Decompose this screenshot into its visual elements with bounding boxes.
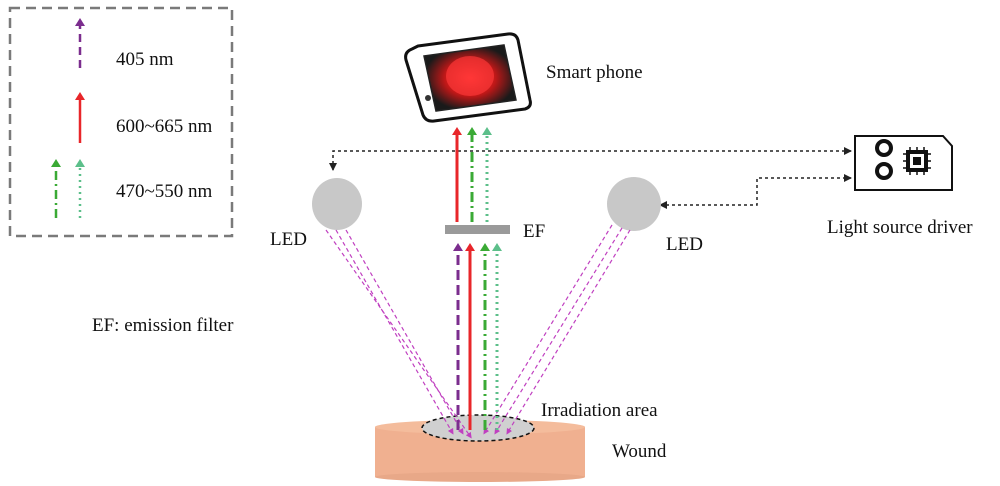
light-source-driver-label: Light source driver: [827, 217, 973, 238]
smartphone-label: Smart phone: [546, 62, 643, 83]
irradiation-area: [421, 414, 535, 442]
left-led: [312, 178, 362, 230]
emission-arrows-upper: [452, 127, 492, 222]
right-led-label: LED: [666, 234, 703, 255]
control-line-left-led: [329, 147, 852, 171]
control-lines: [329, 147, 852, 209]
excitation-beams: [325, 224, 631, 439]
right-led: [607, 177, 661, 231]
legend-label-470: 470~550 nm: [116, 181, 213, 202]
control-line-right-led: [659, 174, 852, 209]
legend-label-600: 600~665 nm: [116, 116, 213, 137]
wound-label: Wound: [612, 441, 667, 462]
irradiation-area-label: Irradiation area: [541, 400, 658, 421]
emission-arrows-lower: [453, 243, 502, 430]
emission-filter: [445, 225, 510, 234]
smartphone-icon: [404, 32, 532, 123]
left-led-label: LED: [270, 229, 307, 250]
ef-label: EF: [523, 221, 546, 242]
ef-note-label: EF: emission filter: [92, 315, 234, 336]
legend-border: [8, 6, 234, 238]
legend: [8, 6, 234, 238]
legend-label-405: 405 nm: [116, 49, 174, 70]
light-source-driver-icon: [854, 135, 953, 191]
